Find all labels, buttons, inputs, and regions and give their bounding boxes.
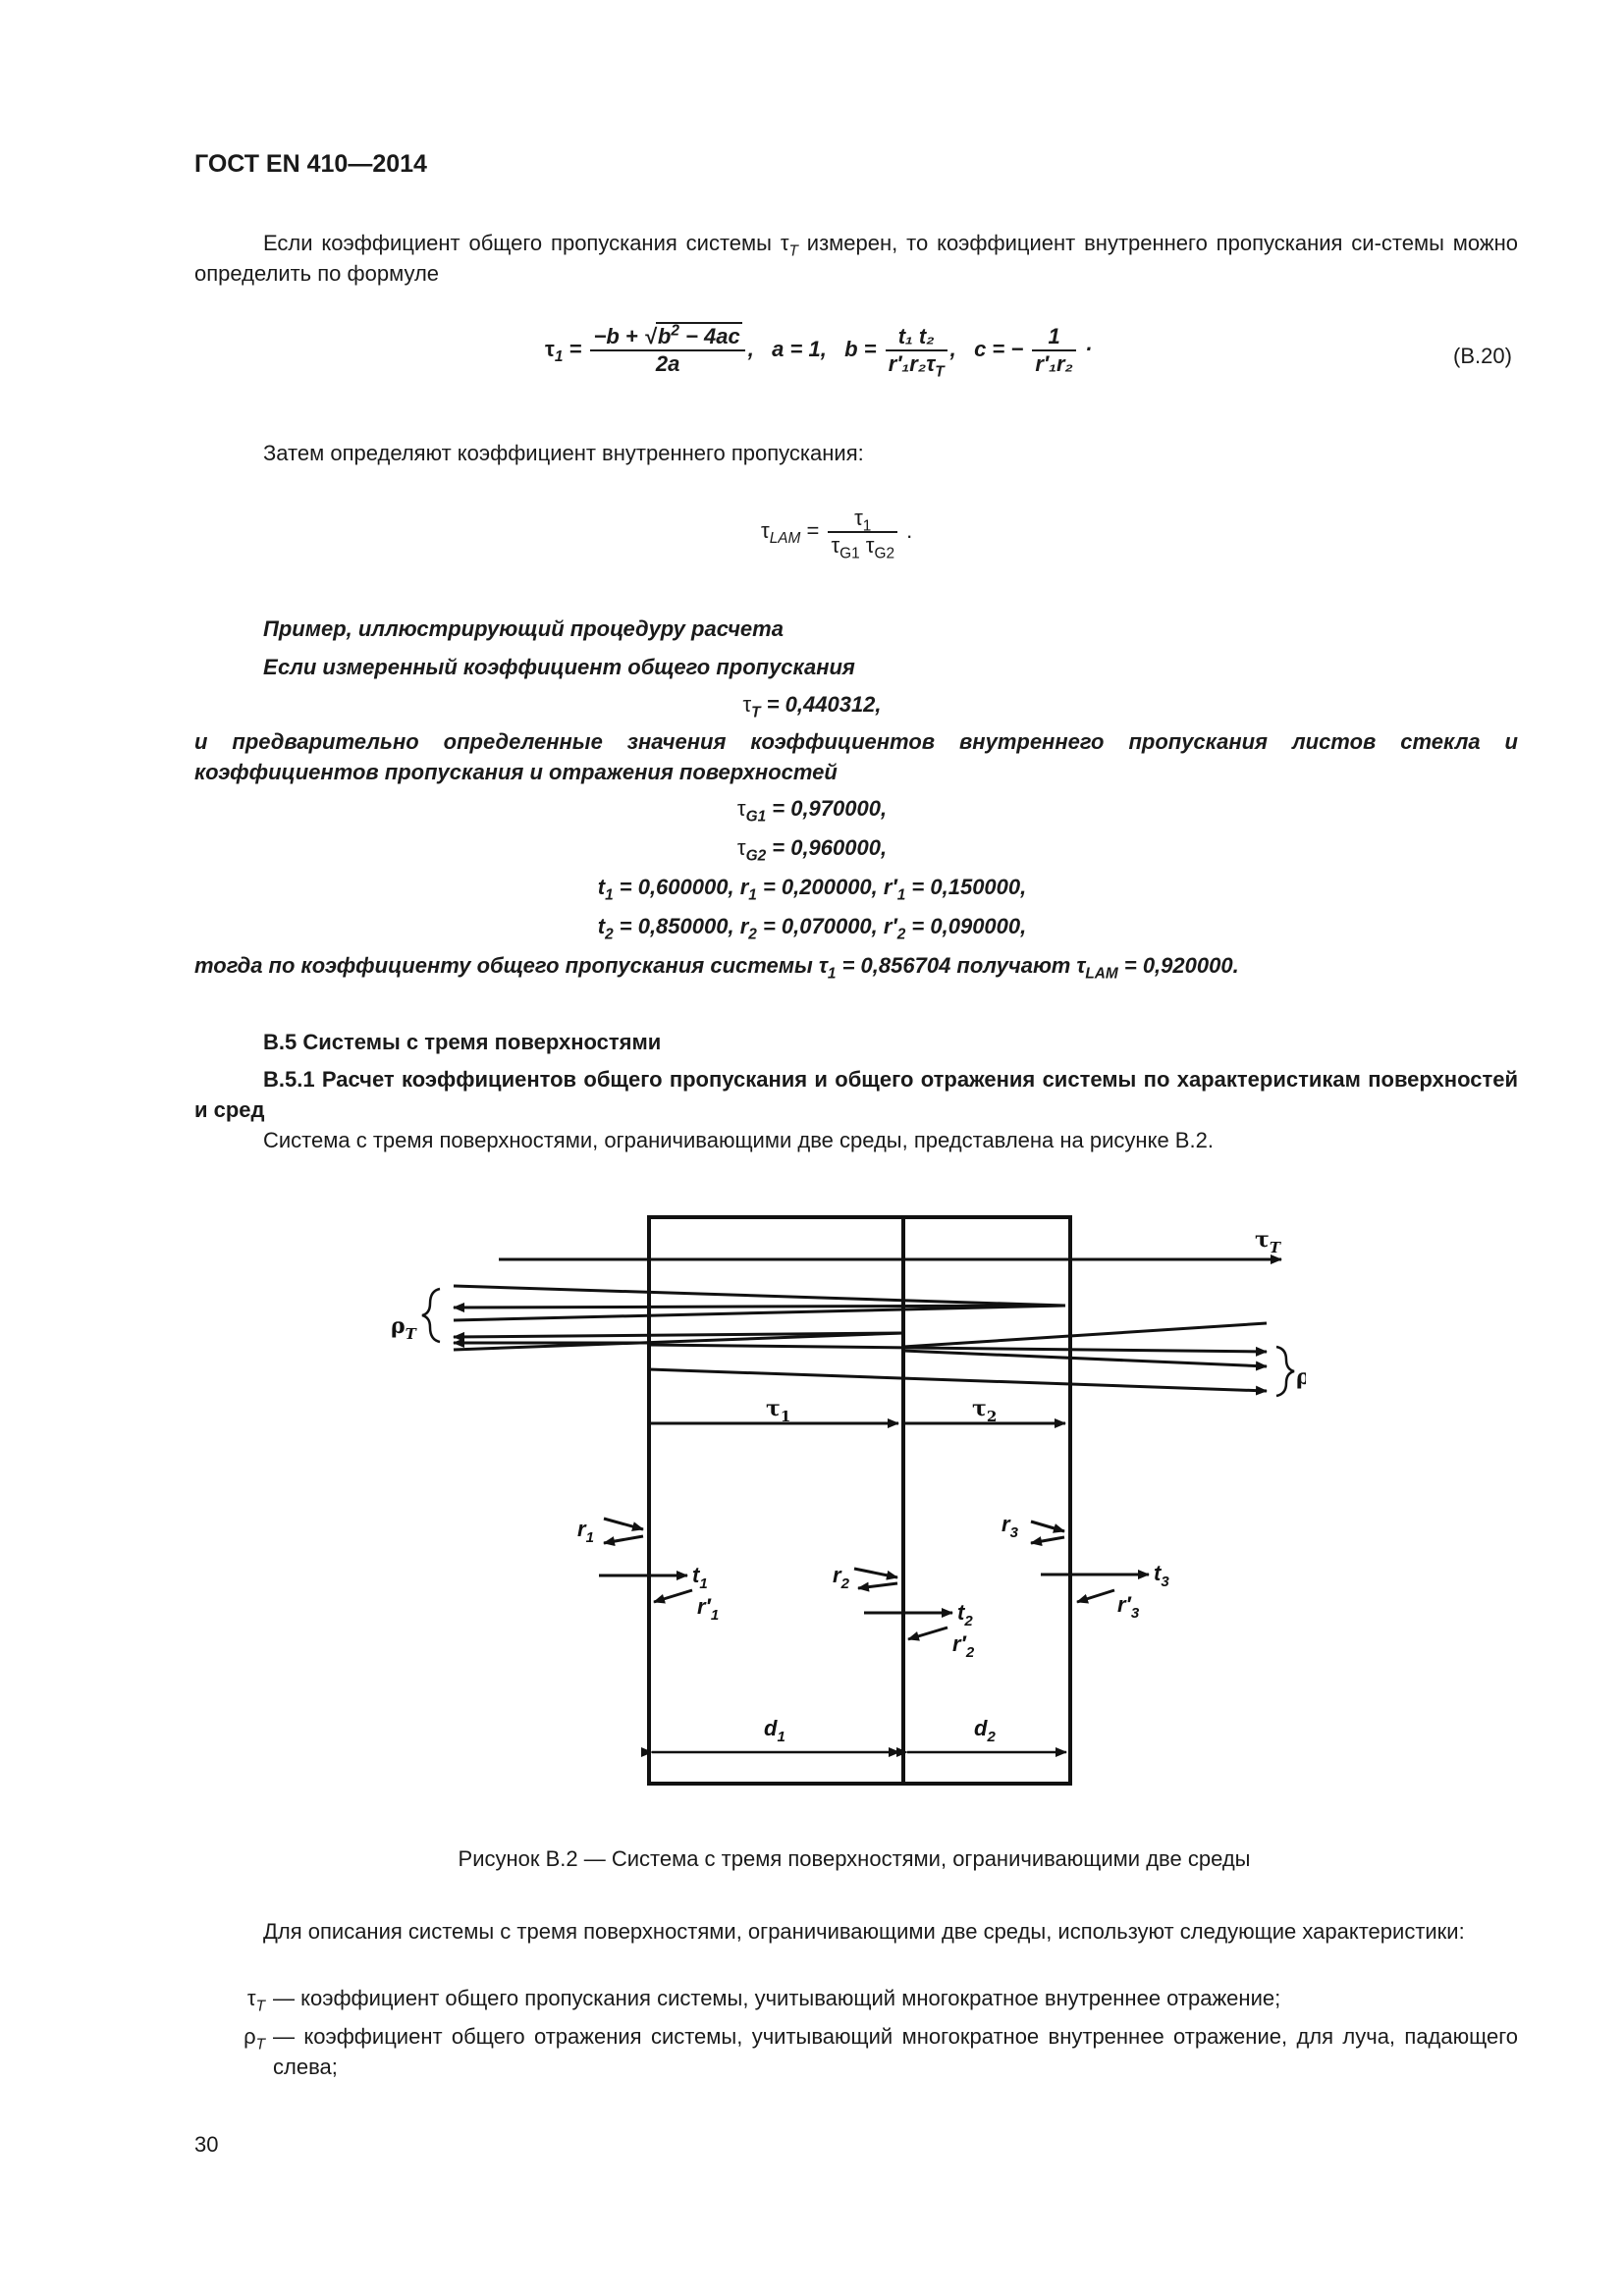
example-tau-g1: τG1 = 0,970000, xyxy=(736,796,888,826)
figure-surface3-arrows xyxy=(1030,1520,1150,1604)
figure-frame xyxy=(647,1215,1072,1786)
figure-label-tau2: τ2 xyxy=(972,1396,997,1425)
section-b5-title: В.5 Системы с тремя поверхностями xyxy=(263,1030,662,1054)
formula-number-b20: (В.20) xyxy=(1453,344,1512,368)
figure-rays-right xyxy=(648,1321,1268,1396)
example-line2: и предварительно определенные значения к… xyxy=(194,729,1518,784)
paragraph-intro: Если коэффициент общего пропускания сист… xyxy=(194,231,1519,286)
example-final: тогда по коэффициенту общего пропускания… xyxy=(194,953,1239,983)
figure-label-tau1: τ1 xyxy=(766,1396,790,1425)
example-tau-t: τT = 0,440312, xyxy=(742,692,882,721)
figure-caption: Рисунок В.2 — Система с тремя поверхност… xyxy=(458,1846,1251,1871)
figure-label-rho-t: ρT xyxy=(391,1313,418,1343)
figure-surface2-arrows xyxy=(853,1567,953,1641)
definition-tau-t: τT — коэффициент общего пропускания сист… xyxy=(194,1983,1518,2015)
section-b5-intro: Система с тремя поверхностями, ограничив… xyxy=(263,1128,1214,1152)
figure-label-r3-prime: r′3 xyxy=(1117,1592,1140,1622)
paragraph-then: Затем определяют коэффициент внутреннего… xyxy=(263,441,864,465)
figure-label-tau-t: τT xyxy=(1255,1227,1282,1256)
paragraph-characteristics: Для описания системы с тремя поверхностя… xyxy=(263,1919,1465,1944)
example-row1: t1 = 0,600000, r1 = 0,200000, r′1 = 0,15… xyxy=(597,875,1027,904)
figure-label-r2-prime: r′2 xyxy=(952,1631,975,1661)
example-tau-g2: τG2 = 0,960000, xyxy=(736,835,888,865)
figure-b2-diagram: τT ρT ρ′T τ1 τ2 r1 t1 r′1 r2 t2 r′2 r3 t… xyxy=(391,1215,1306,1786)
example-row2: t2 = 0,850000, r2 = 0,070000, r′2 = 0,09… xyxy=(597,914,1027,943)
figure-rays-left xyxy=(453,1284,1066,1352)
definition-text: — коэффициент общего пропускания системы… xyxy=(273,1986,1281,2010)
figure-label-r1-prime: r′1 xyxy=(697,1594,719,1624)
formula-b20-b-fraction: t₁ t₂ r′₁r₂τT xyxy=(885,324,947,380)
document-header: ГОСТ EN 410—2014 xyxy=(194,150,427,178)
definition-rho-t: ρT — коэффициент общего отражения систем… xyxy=(194,2021,1518,2082)
figure-label-t3: t3 xyxy=(1154,1561,1169,1590)
figure-label-r2: r2 xyxy=(833,1563,850,1592)
figure-label-t1: t1 xyxy=(692,1563,708,1592)
definition-text: — коэффициент общего отражения системы, … xyxy=(273,2024,1518,2079)
figure-label-r1: r1 xyxy=(577,1517,594,1546)
section-b51-title: В.5.1 Расчет коэффициентов общего пропус… xyxy=(194,1067,1518,1122)
example-heading: Пример, иллюстрирующий процедуру расчета xyxy=(263,616,784,641)
formula-b20-tau-fraction: −b + √b2 − 4ac 2a xyxy=(590,322,745,377)
page-number: 30 xyxy=(194,2132,219,2157)
definition-list: τT — коэффициент общего пропускания сист… xyxy=(194,1983,1518,2082)
figure-brace-left xyxy=(421,1287,441,1344)
formula-tau-lam: τLAM = τ1 τG1 τG2 . xyxy=(761,506,913,562)
figure-label-rho-t-prime: ρ′T xyxy=(1296,1364,1306,1394)
formula-tau-lam-fraction: τ1 τG1 τG2 xyxy=(828,506,898,561)
formula-b20-c-fraction: 1 r′₁r₂ xyxy=(1032,324,1076,377)
figure-label-t2: t2 xyxy=(957,1600,973,1629)
figure-surface1-arrows xyxy=(599,1517,693,1604)
definition-symbol: τT xyxy=(246,1986,265,2015)
figure-label-d1: d1 xyxy=(764,1716,785,1745)
figure-label-r3: r3 xyxy=(1001,1512,1019,1541)
formula-b20: τ1 = −b + √b2 − 4ac 2a , a = 1, b = t₁ t… xyxy=(545,322,1093,381)
figure-brace-right xyxy=(1275,1345,1295,1398)
definition-symbol: ρT xyxy=(244,2024,265,2054)
example-line1: Если измеренный коэффициент общего пропу… xyxy=(263,655,855,679)
figure-label-d2: d2 xyxy=(974,1716,996,1745)
